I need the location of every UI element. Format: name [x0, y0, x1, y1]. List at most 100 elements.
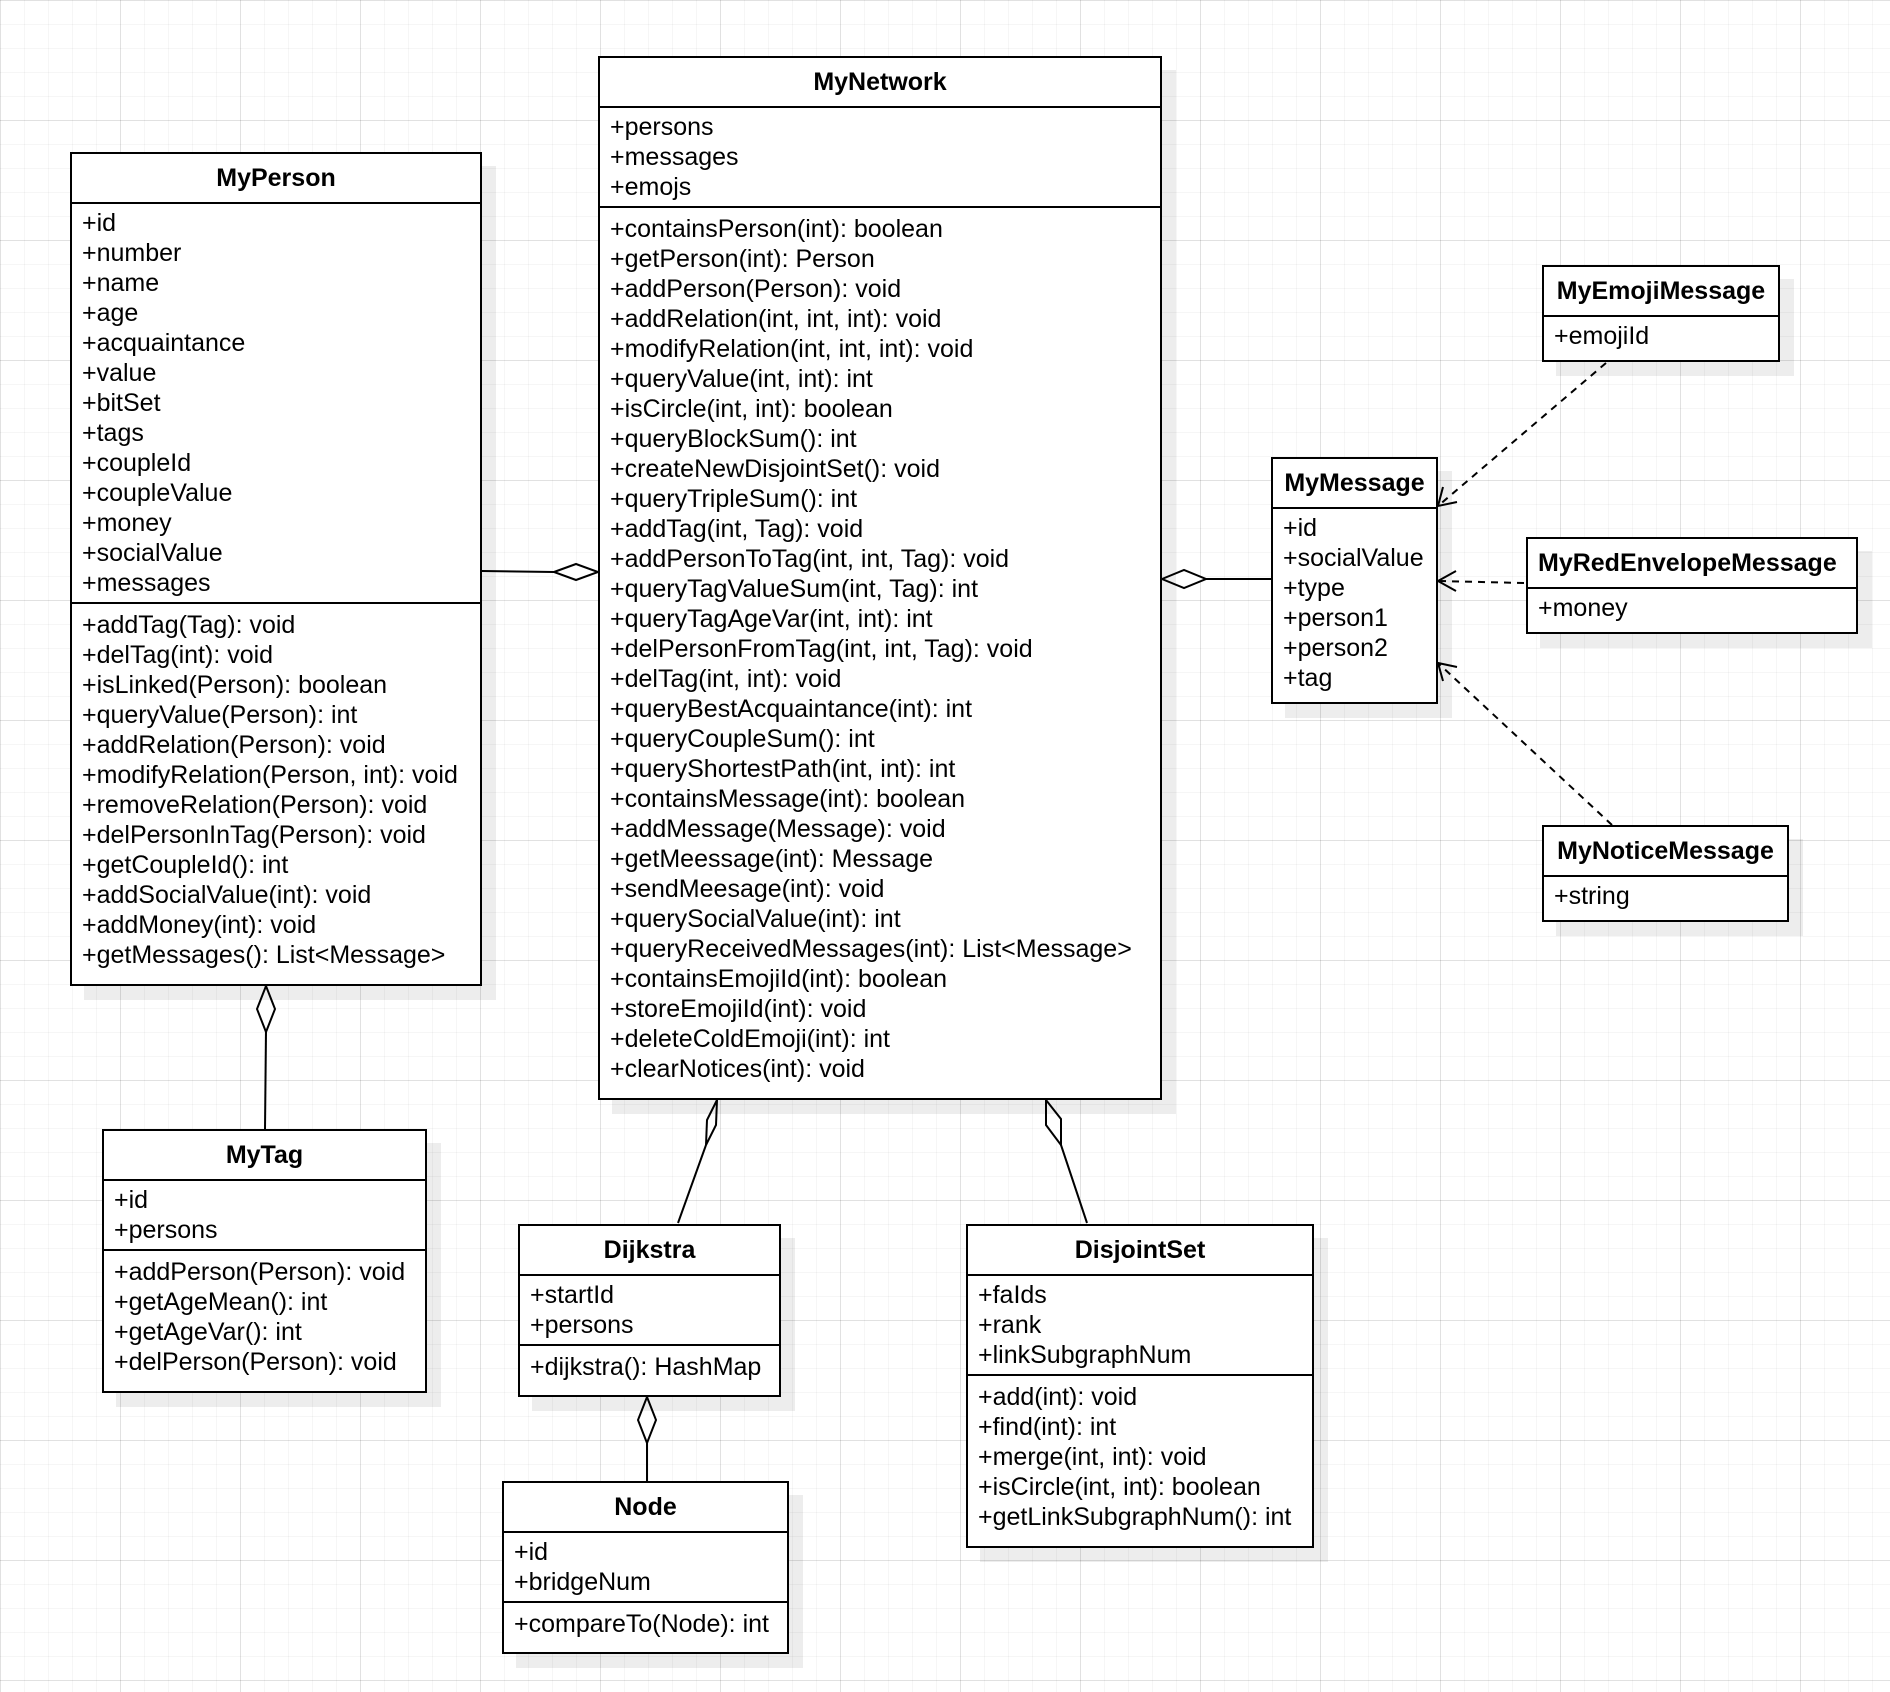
- operation: +getPerson(int): Person: [610, 245, 875, 273]
- attributes-section: +startId +persons: [520, 1276, 779, 1346]
- operation: +addMessage(Message): void: [610, 815, 946, 843]
- attribute: +linkSubgraphNum: [978, 1341, 1192, 1369]
- operation: +getAgeMean(): int: [114, 1288, 328, 1316]
- operation: +queryBestAcquaintance(int): int: [610, 695, 973, 723]
- operation: +delPersonInTag(Person): void: [82, 821, 426, 849]
- operation: +delPersonFromTag(int, int, Tag): void: [610, 635, 1033, 663]
- operation: +storeEmojiId(int): void: [610, 995, 867, 1023]
- operation: +containsEmojiId(int): boolean: [610, 965, 947, 993]
- operation: +containsPerson(int): boolean: [610, 215, 943, 243]
- operation: +removeRelation(Person): void: [82, 791, 428, 819]
- operation: +querySocialValue(int): int: [610, 905, 901, 933]
- operation: +delPerson(Person): void: [114, 1348, 397, 1376]
- operation: +getAgeVar(): int: [114, 1318, 302, 1346]
- class-name: Dijkstra: [520, 1226, 779, 1276]
- attributes-section: +persons +messages +emojs: [600, 108, 1160, 208]
- operation: +compareTo(Node): int: [514, 1610, 769, 1638]
- operations-section: +addTag(Tag): void +delTag(int): void +i…: [72, 604, 480, 974]
- attribute: +type: [1283, 574, 1345, 602]
- attribute: +value: [82, 359, 157, 387]
- class-name: MyPerson: [72, 154, 480, 204]
- operation: +add(int): void: [978, 1383, 1138, 1411]
- class-my-red-envelope-message[interactable]: MyRedEnvelopeMessage +money: [1526, 537, 1858, 634]
- attribute: +id: [82, 209, 117, 237]
- operation: +createNewDisjointSet(): void: [610, 455, 940, 483]
- attribute: +socialValue: [1283, 544, 1424, 572]
- attribute: +id: [114, 1186, 149, 1214]
- aggregation-network-message: [1159, 568, 1271, 590]
- attribute: +money: [82, 509, 172, 537]
- class-node[interactable]: Node +id +bridgeNum +compareTo(Node): in…: [502, 1481, 789, 1654]
- class-my-emoji-message[interactable]: MyEmojiMessage +emojiId: [1542, 265, 1780, 362]
- attribute: +age: [82, 299, 139, 327]
- operation: +getCoupleId(): int: [82, 851, 289, 879]
- attributes-section: +string: [1544, 877, 1787, 915]
- operations-section: +add(int): void +find(int): int +merge(i…: [968, 1376, 1312, 1536]
- operations-section: +addPerson(Person): void +getAgeMean(): …: [104, 1251, 425, 1381]
- attribute: +startId: [530, 1281, 615, 1309]
- operation: +queryTripleSum(): int: [610, 485, 858, 513]
- class-my-message[interactable]: MyMessage +id +socialValue +type +person…: [1271, 457, 1438, 704]
- aggregation-network-person: [481, 562, 601, 582]
- class-name: MyRedEnvelopeMessage: [1528, 539, 1856, 589]
- aggregation-dijkstra-node: [636, 1394, 658, 1481]
- attributes-section: +faIds +rank +linkSubgraphNum: [968, 1276, 1312, 1376]
- attribute: +emojiId: [1554, 322, 1650, 350]
- class-my-network[interactable]: MyNetwork +persons +messages +emojs +con…: [598, 56, 1162, 1100]
- operation: +getMessages(): List<Message>: [82, 941, 446, 969]
- attributes-section: +money: [1528, 589, 1856, 627]
- attribute: +persons: [530, 1311, 634, 1339]
- operation: +clearNotices(int): void: [610, 1055, 865, 1083]
- operation: +getMeessage(int): Message: [610, 845, 934, 873]
- operation: +dijkstra(): HashMap: [530, 1353, 762, 1381]
- operation: +queryTagValueSum(int, Tag): int: [610, 575, 979, 603]
- dependency-emoji-message: [1436, 362, 1607, 508]
- operations-section: +dijkstra(): HashMap: [520, 1346, 779, 1386]
- operations-section: +containsPerson(int): boolean +getPerson…: [600, 208, 1160, 1088]
- dependency-redenvelope-message: [1435, 570, 1525, 592]
- operation: +find(int): int: [978, 1413, 1117, 1441]
- attribute: +bitSet: [82, 389, 161, 417]
- operation: +addRelation(int, int, int): void: [610, 305, 942, 333]
- operation: +addPerson(Person): void: [610, 275, 902, 303]
- class-disjoint-set[interactable]: DisjointSet +faIds +rank +linkSubgraphNu…: [966, 1224, 1314, 1548]
- attribute: +messages: [610, 143, 739, 171]
- attribute: +coupleId: [82, 449, 192, 477]
- operation: +addSocialValue(int): void: [82, 881, 372, 909]
- operation: +addMoney(int): void: [82, 911, 317, 939]
- operation: +sendMeesage(int): void: [610, 875, 885, 903]
- operation: +addPerson(Person): void: [114, 1258, 406, 1286]
- operation: +queryTagAgeVar(int, int): int: [610, 605, 933, 633]
- attribute: +messages: [82, 569, 211, 597]
- attribute: +person1: [1283, 604, 1388, 632]
- class-my-person[interactable]: MyPerson +id +number +name +age +acquain…: [70, 152, 482, 986]
- operation: +addPersonToTag(int, int, Tag): void: [610, 545, 1010, 573]
- attribute: +name: [82, 269, 160, 297]
- attribute: +persons: [114, 1216, 218, 1244]
- operation: +queryShortestPath(int, int): int: [610, 755, 956, 783]
- attributes-section: +id +socialValue +type +person1 +person2…: [1273, 509, 1436, 697]
- operation: +containsMessage(int): boolean: [610, 785, 966, 813]
- attributes-section: +emojiId: [1544, 317, 1778, 355]
- operation: +queryReceivedMessages(int): List<Messag…: [610, 935, 1132, 963]
- attributes-section: +id +bridgeNum: [504, 1533, 787, 1603]
- class-name: DisjointSet: [968, 1226, 1312, 1276]
- attribute: +tags: [82, 419, 144, 447]
- operations-section: +compareTo(Node): int: [504, 1603, 787, 1643]
- class-my-tag[interactable]: MyTag +id +persons +addPerson(Person): v…: [102, 1129, 427, 1393]
- operation: +queryValue(Person): int: [82, 701, 358, 729]
- attribute: +number: [82, 239, 182, 267]
- operation: +addTag(Tag): void: [82, 611, 296, 639]
- class-my-notice-message[interactable]: MyNoticeMessage +string: [1542, 825, 1789, 922]
- operation: +modifyRelation(Person, int): void: [82, 761, 458, 789]
- attribute: +coupleValue: [82, 479, 233, 507]
- operation: +merge(int, int): void: [978, 1443, 1207, 1471]
- attribute: +acquaintance: [82, 329, 246, 357]
- class-dijkstra[interactable]: Dijkstra +startId +persons +dijkstra(): …: [518, 1224, 781, 1397]
- class-name: MyMessage: [1273, 459, 1436, 509]
- attribute: +person2: [1283, 634, 1388, 662]
- class-name: MyTag: [104, 1131, 425, 1181]
- aggregation-person-tag: [255, 983, 277, 1130]
- attribute: +bridgeNum: [514, 1568, 651, 1596]
- attribute: +socialValue: [82, 539, 223, 567]
